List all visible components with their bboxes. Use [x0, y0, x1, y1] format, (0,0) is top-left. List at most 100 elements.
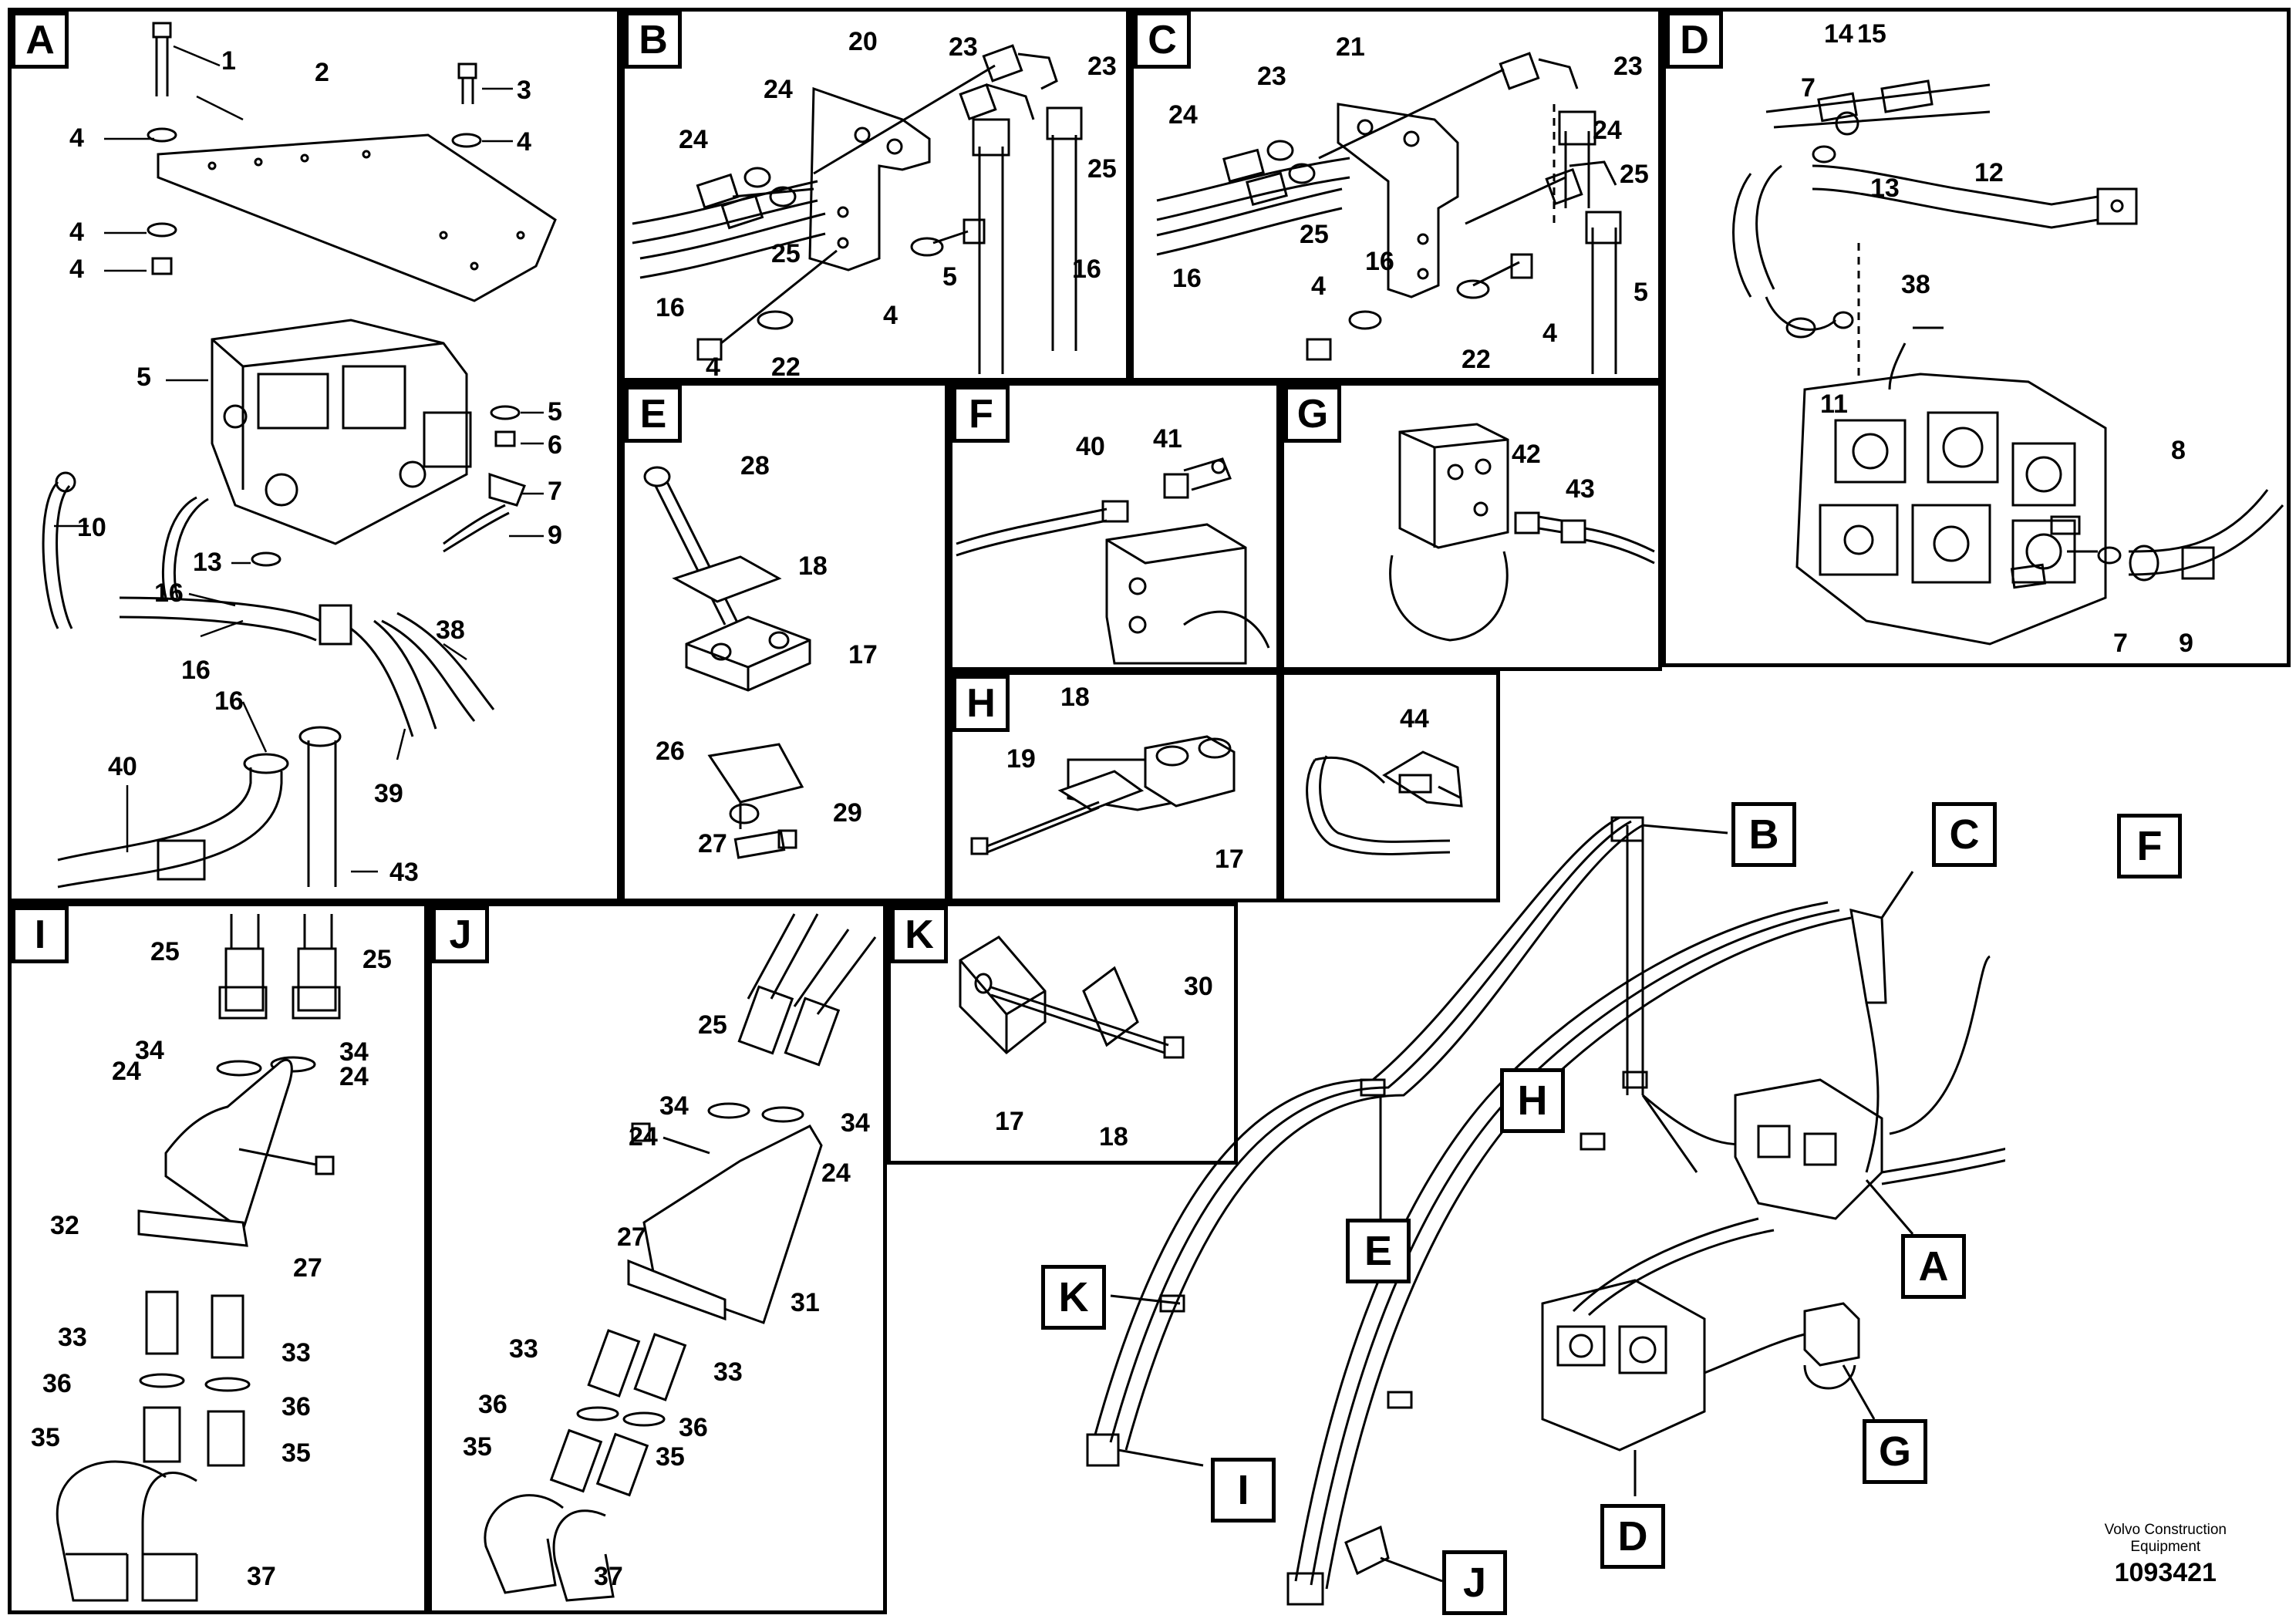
part-number-label: 24	[679, 125, 708, 154]
callout-k: K	[1041, 1265, 1106, 1330]
part-number-label: 35	[463, 1432, 492, 1462]
part-number-label: 35	[656, 1442, 685, 1472]
panel-strap: 44	[1280, 671, 1500, 902]
part-number-label: 1	[221, 46, 236, 76]
part-number-label: 27	[698, 829, 727, 858]
panel-h: H 18 19 17	[949, 671, 1280, 902]
part-number-label: 8	[2171, 436, 2186, 465]
part-number-label: 5	[1633, 278, 1648, 307]
brand-line-2: Equipment	[2130, 1539, 2201, 1555]
panel-f: F 40 41	[949, 382, 1280, 671]
part-number-label: 14	[1824, 19, 1853, 49]
part-number-label: 4	[69, 255, 84, 284]
part-number-label: 5	[548, 397, 562, 427]
panel-h-label: H	[952, 675, 1010, 732]
part-number-label: 24	[1593, 116, 1622, 145]
callout-e: E	[1346, 1219, 1411, 1283]
panel-d: D	[1662, 8, 2291, 667]
panel-i-label: I	[12, 906, 69, 963]
part-number-label: 24	[339, 1062, 369, 1091]
part-number-label: 35	[31, 1423, 60, 1452]
part-number-label: 35	[282, 1438, 311, 1468]
panel-a: A	[8, 8, 621, 902]
part-number-label: 16	[154, 578, 184, 608]
part-number-label: 36	[679, 1413, 708, 1442]
part-number-label: 24	[764, 75, 793, 104]
part-number-label: 5	[137, 363, 151, 392]
document-number: 1093421	[2114, 1558, 2217, 1587]
part-number-label: 25	[1620, 160, 1649, 189]
part-number-label: 34	[135, 1036, 164, 1065]
part-number-label: 16	[181, 656, 211, 685]
part-number-label: 34	[659, 1091, 689, 1121]
part-number-label: 16	[1365, 247, 1394, 276]
part-number-label: 36	[478, 1390, 507, 1419]
panel-k-label: K	[891, 906, 948, 963]
part-number-label: 11	[1820, 389, 1848, 419]
part-number-label: 33	[509, 1334, 538, 1364]
callout-i: I	[1211, 1458, 1276, 1523]
panel-j-label: J	[432, 906, 489, 963]
part-number-label: 24	[629, 1122, 658, 1152]
part-number-label: 4	[1311, 271, 1326, 301]
part-number-label: 40	[108, 752, 137, 781]
part-number-label: 20	[848, 27, 878, 56]
callout-b: B	[1731, 802, 1796, 867]
part-number-label: 17	[1215, 845, 1244, 874]
callout-f: F	[2117, 814, 2182, 878]
part-number-label: 21	[1336, 32, 1365, 62]
panel-a-label: A	[12, 12, 69, 69]
callout-d: D	[1600, 1504, 1665, 1569]
panel-c-label: C	[1134, 12, 1191, 69]
part-number-label: 18	[1060, 683, 1090, 712]
part-number-label: 7	[1801, 73, 1816, 103]
part-number-label: 27	[293, 1253, 322, 1283]
part-number-label: 16	[1172, 264, 1202, 293]
part-number-label: 44	[1400, 704, 1429, 733]
panel-c: C	[1130, 8, 1662, 382]
part-number-label: 4	[69, 218, 84, 247]
overview-assembly-drawing	[1086, 816, 2005, 1606]
part-number-label: 19	[1006, 744, 1036, 774]
publisher-footer: Volvo Construction Equipment 1093421	[2105, 1522, 2227, 1590]
part-number-label: 41	[1153, 424, 1182, 454]
part-number-label: 22	[771, 352, 801, 378]
part-number-label: 17	[848, 640, 878, 669]
part-number-label: 25	[698, 1010, 727, 1040]
panel-f-label: F	[952, 386, 1010, 443]
part-number-label: 38	[1901, 270, 1930, 299]
panel-d-label: D	[1666, 12, 1723, 69]
part-number-label: 24	[1168, 100, 1198, 130]
part-number-label: 40	[1076, 432, 1105, 461]
part-number-label: 37	[247, 1562, 276, 1591]
part-number-label: 23	[1087, 52, 1117, 81]
callout-j: J	[1442, 1550, 1507, 1615]
part-number-label: 4	[69, 123, 84, 153]
part-number-label: 30	[1184, 972, 1213, 1001]
panel-f-drawing: 40 41	[956, 424, 1270, 665]
part-number-label: 31	[791, 1288, 820, 1317]
panel-b: B	[621, 8, 1130, 382]
part-number-label: 16	[214, 686, 244, 716]
part-number-label: 23	[1613, 52, 1643, 81]
part-number-label: 43	[389, 858, 419, 887]
part-number-label: 13	[193, 548, 222, 577]
panel-g-label: G	[1284, 386, 1341, 443]
part-number-label: 13	[1870, 174, 1900, 203]
callout-c: C	[1932, 802, 1997, 867]
part-number-label: 39	[374, 779, 403, 808]
part-number-label: 22	[1462, 345, 1491, 374]
part-number-label: 36	[282, 1392, 311, 1421]
part-number-label: 16	[1072, 255, 1101, 284]
part-number-label: 4	[1542, 319, 1557, 348]
part-number-label: 4	[706, 352, 720, 378]
